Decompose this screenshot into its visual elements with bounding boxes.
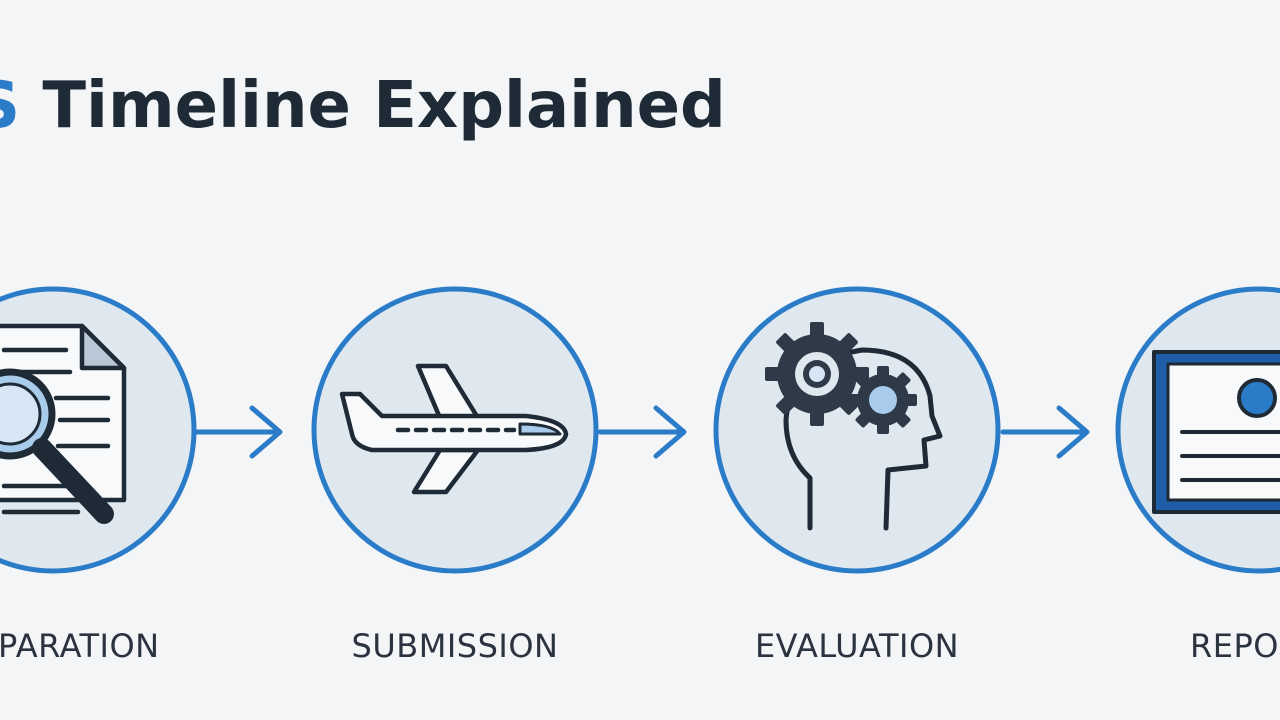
step-4-label: REPO (1190, 627, 1279, 665)
step-1 (0, 286, 197, 574)
airplane-icon (339, 363, 569, 495)
step-4 (1115, 286, 1280, 574)
step-2 (311, 286, 599, 574)
document-magnifier-icon (0, 323, 127, 524)
title-accent: S (0, 69, 20, 143)
head-gears-icon (765, 322, 943, 531)
step-2-label: SUBMISSION (351, 627, 559, 665)
step-3-label: EVALUATION (754, 627, 960, 665)
certificate-icon (1152, 350, 1280, 514)
step-3 (713, 286, 1001, 574)
arrow-3 (1000, 405, 1090, 459)
arrow-2 (597, 405, 687, 459)
step-1-label: PARATION (0, 627, 160, 665)
arrow-1 (193, 405, 283, 459)
title-text: Timeline Explained (20, 69, 726, 143)
page-title: S Timeline Explained (0, 58, 726, 154)
step-3-circle (713, 286, 1001, 574)
